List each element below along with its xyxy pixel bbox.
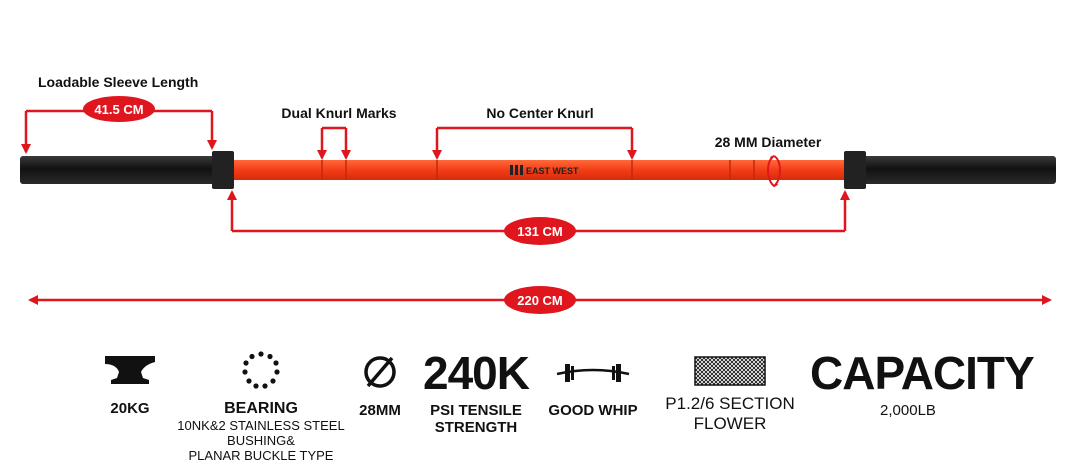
- sleeve-length-callout: Loadable Sleeve Length 41.5 CM: [21, 74, 217, 154]
- spec-weight-title: 20KG: [110, 400, 150, 417]
- whip-bar-icon: [556, 364, 630, 382]
- diameter-label: 28 MM Diameter: [715, 134, 822, 150]
- total-length-callout: 220 CM: [28, 286, 1052, 314]
- spec-capacity: CAPACITY 2,000LB: [810, 350, 1035, 419]
- knurl-pattern-icon: [694, 356, 766, 386]
- center-knurl-label: No Center Knurl: [486, 105, 593, 121]
- spec-bearing-line-2: BUSHING&: [227, 433, 295, 448]
- spec-tensile-title-2: STRENGTH: [434, 419, 518, 436]
- spec-whip-title: GOOD WHIP: [548, 402, 638, 419]
- spec-diameter: 28MM: [340, 352, 420, 419]
- shaft-length-value: 131 CM: [517, 224, 563, 239]
- spec-knurl-title-2: FLOWER: [693, 414, 767, 433]
- diameter-callout: 28 MM Diameter: [715, 134, 822, 188]
- spec-bearing-title: BEARING: [224, 400, 298, 417]
- spec-capacity-value: CAPACITY: [810, 347, 1035, 399]
- spec-tensile-value: 240K: [423, 347, 530, 399]
- spec-bearing-line-3: PLANAR BUCKLE TYPE: [188, 448, 334, 463]
- brand-logo: EAST WEST: [510, 165, 579, 176]
- right-collar: [844, 151, 866, 189]
- sleeve-length-pill: [83, 96, 155, 122]
- total-length-pill: [504, 286, 576, 314]
- dual-knurl-label: Dual Knurl Marks: [281, 105, 396, 121]
- spec-capacity-title: 2,000LB: [880, 402, 936, 419]
- shaft-length-callout: 131 CM: [227, 190, 850, 245]
- dual-knurl-callout: Dual Knurl Marks: [281, 105, 397, 160]
- bearing-icon: [242, 351, 280, 389]
- barbell: EAST WEST: [20, 151, 1056, 189]
- brand-name: EAST WEST: [526, 166, 579, 176]
- shaft-length-pill: [504, 217, 576, 245]
- left-sleeve: [20, 156, 216, 184]
- rotation-icon: [767, 155, 781, 188]
- sleeve-length-value: 41.5 CM: [94, 102, 143, 117]
- spec-knurl: P1.2/6 SECTION FLOWER: [650, 356, 810, 434]
- total-length-value: 220 CM: [517, 293, 563, 308]
- shaft: [234, 160, 844, 180]
- spec-whip: GOOD WHIP: [538, 356, 648, 419]
- right-sleeve: [860, 156, 1056, 184]
- spec-bearing-line-1: 10NK&2 STAINLESS STEEL: [177, 418, 345, 433]
- diameter-icon: [364, 356, 396, 388]
- spec-weight: 20KG: [90, 352, 170, 417]
- center-knurl-callout: No Center Knurl: [432, 105, 637, 160]
- left-collar: [212, 151, 234, 189]
- spec-diameter-title: 28MM: [359, 402, 401, 419]
- spec-bearing: BEARING 10NK&2 STAINLESS STEEL BUSHING& …: [166, 350, 356, 463]
- anvil-icon: [105, 356, 155, 384]
- sleeve-length-label: Loadable Sleeve Length: [38, 74, 198, 90]
- spec-knurl-title: P1.2/6 SECTION: [665, 394, 795, 413]
- spec-tensile: 240K PSI TENSILE STRENGTH: [420, 350, 532, 436]
- spec-tensile-title: PSI TENSILE: [430, 402, 522, 419]
